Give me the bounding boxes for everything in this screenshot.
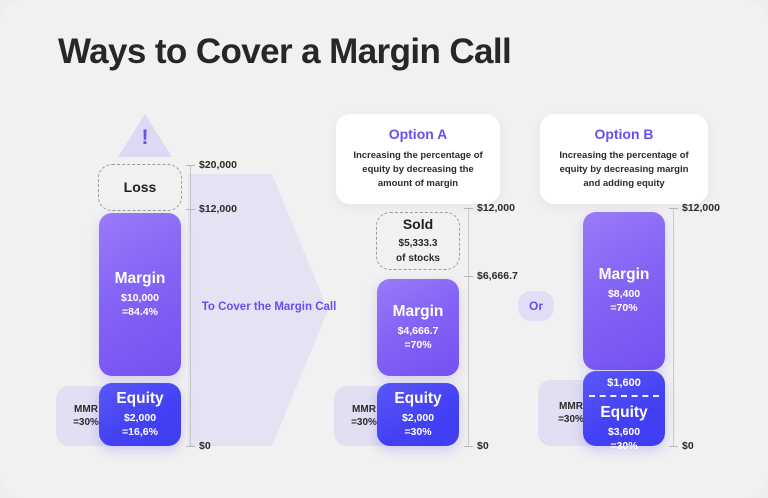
or-separator-pill: Or [518, 291, 554, 321]
option-a-description: Increasing the percentage of equity by d… [353, 150, 483, 189]
axis-label-option-b-top: $12,000 [682, 202, 720, 214]
axis-line-initial [190, 165, 191, 446]
equity-percent-option-b: =30% [610, 439, 638, 452]
axis-tick-initial-mid [186, 209, 195, 210]
option-a-title: Option A [388, 126, 448, 142]
equity-percent-initial: =16,6% [122, 425, 158, 438]
equity-name-initial: Equity [116, 389, 164, 407]
equity-name-option-b: Equity [600, 404, 648, 421]
axis-label-option-a-top: $12,000 [477, 202, 515, 214]
equity-bar-option-b: $1,600 Equity $3,600 =30% [583, 371, 665, 452]
axis-tick-option-a-mid [464, 276, 473, 277]
equity-name-option-a: Equity [394, 389, 442, 407]
axis-line-option-b [673, 208, 674, 446]
margin-percent-initial: =84.4% [122, 305, 158, 318]
axis-label-initial-mid: $12,000 [199, 203, 237, 215]
axis-tick-option-b-top [669, 208, 678, 209]
equity-value-option-b: $3,600 [607, 426, 641, 439]
margin-percent-option-b: =70% [610, 302, 638, 315]
option-b-card[interactable]: Option B Increasing the percentage of eq… [540, 114, 708, 205]
equity-added-value-option-b: $1,600 [607, 377, 641, 389]
axis-tick-option-b-zero [669, 446, 678, 447]
equity-lower-group: Equity $3,600 =30% [600, 404, 647, 453]
axis-tick-initial-zero [186, 446, 195, 447]
margin-value-initial: $10,000 [121, 291, 159, 304]
sold-unit: of stocks [396, 252, 440, 264]
warning-triangle-icon: ! [118, 113, 172, 157]
option-a-card[interactable]: Option A Increasing the percentage of eq… [336, 114, 500, 205]
margin-bar-initial: Margin $10,000 =84.4% [99, 213, 181, 376]
equity-value-option-a: $2,000 [401, 411, 435, 424]
mmr-percent-option-b: =30% [558, 414, 584, 425]
mmr-label-initial: MMR [74, 404, 98, 415]
margin-name-option-a: Margin [392, 302, 444, 320]
equity-percent-option-a: =30% [404, 425, 432, 438]
loss-box: Loss [98, 164, 182, 211]
axis-label-option-b-zero: $0 [682, 440, 694, 452]
sold-label: Sold [402, 215, 434, 232]
axis-label-option-a-zero: $0 [477, 440, 489, 452]
cover-arrow-label: To Cover the Margin Call [201, 301, 337, 313]
margin-percent-option-a: =70% [404, 338, 432, 351]
mmr-label-option-b: MMR [559, 401, 583, 412]
axis-tick-option-a-top [464, 208, 473, 209]
axis-tick-initial-top [186, 165, 195, 166]
margin-name-initial: Margin [114, 269, 166, 287]
equity-value-initial: $2,000 [123, 411, 157, 424]
margin-value-option-a: $4,666.7 [397, 324, 439, 337]
or-label: Or [528, 299, 543, 313]
page-title: Ways to Cover a Margin Call [58, 32, 512, 71]
axis-label-initial-top: $20,000 [199, 159, 237, 171]
margin-bar-option-b: Margin $8,400 =70% [583, 212, 665, 370]
exclamation-glyph: ! [141, 126, 149, 149]
equity-bar-option-a: Equity $2,000 =30% [377, 383, 459, 446]
mmr-label-option-a: MMR [352, 404, 376, 415]
loss-label: Loss [123, 178, 157, 195]
axis-label-initial-zero: $0 [199, 440, 211, 452]
margin-bar-option-a: Margin $4,666.7 =70% [377, 279, 459, 376]
equity-added-divider [588, 395, 660, 397]
margin-name-option-b: Margin [598, 266, 650, 284]
axis-line-option-a [468, 208, 469, 446]
option-b-title: Option B [594, 126, 654, 142]
mmr-percent-initial: =30% [73, 417, 99, 428]
sold-value: $5,333.3 [398, 238, 438, 250]
axis-tick-option-a-zero [464, 446, 473, 447]
equity-bar-initial: Equity $2,000 =16,6% [99, 383, 181, 446]
margin-value-option-b: $8,400 [607, 288, 641, 301]
mmr-percent-option-a: =30% [351, 417, 377, 428]
option-b-description: Increasing the percentage of equity by d… [559, 150, 689, 189]
sold-box: Sold $5,333.3 of stocks [376, 212, 460, 270]
axis-label-option-a-mid: $6,666.7 [477, 270, 518, 282]
